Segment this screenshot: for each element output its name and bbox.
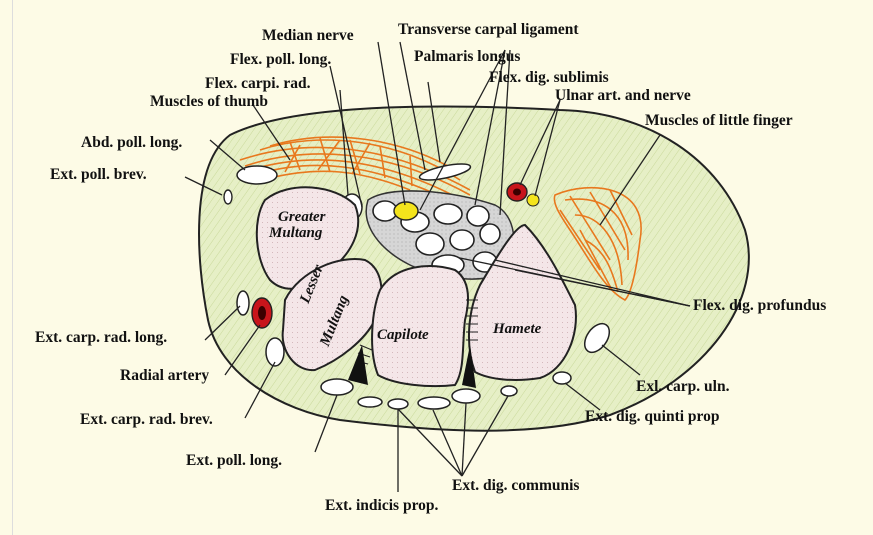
ext-carp-rad-long-tendon xyxy=(237,291,249,315)
ulnar-nerve xyxy=(527,194,539,206)
label-ext-carp-rad-long: Ext. carp. rad. long. xyxy=(35,330,167,346)
label-radial-artery: Radial artery xyxy=(120,368,209,384)
label-flex-dig-profundus: Flex. dig. profundus xyxy=(693,298,826,314)
label-muscles-of-little-finger: Muscles of little finger xyxy=(645,113,793,129)
label-flex-dig-sublimis: Flex. dig. sublimis xyxy=(489,70,609,86)
label-flex-poll-long: Flex. poll. long. xyxy=(230,52,331,68)
label-abd-poll-long: Abd. poll. long. xyxy=(81,135,182,151)
ext-dig-quinti-prop-tendon xyxy=(553,372,571,384)
label-ext-dig-communis: Ext. dig. communis xyxy=(452,478,579,494)
label-muscles-of-thumb: Muscles of thumb xyxy=(150,94,268,110)
label-ext-dig-quinti-prop: Ext. dig. quinti prop xyxy=(585,409,720,425)
bone-label-hamate: Hamete xyxy=(493,322,541,337)
ext-poll-long-tendon xyxy=(321,379,353,395)
ext-poll-brev-tendon xyxy=(224,190,232,204)
label-ext-carp-rad-brev: Ext. carp. rad. brev. xyxy=(80,412,213,428)
label-transverse-carpal-ligament: Transverse carpal ligament xyxy=(398,22,579,38)
label-median-nerve: Median nerve xyxy=(262,28,354,44)
bone-label-greater-2: Multang xyxy=(269,226,322,241)
label-ext-indicis-prop: Ext. indicis prop. xyxy=(325,498,438,514)
bone-label-greater-1: Greater xyxy=(278,210,326,225)
label-exl-carp-uln: Exl. carp. uln. xyxy=(636,379,729,395)
label-ext-poll-long: Ext. poll. long. xyxy=(186,453,282,469)
label-flex-carpi-rad: Flex. carpi. rad. xyxy=(205,76,310,92)
label-palmaris-longus: Palmaris longus xyxy=(414,49,520,65)
ext-carp-rad-brev-tendon xyxy=(266,338,284,366)
bone-label-capitate: Capilote xyxy=(377,328,429,343)
label-ext-poll-brev: Ext. poll. brev. xyxy=(50,167,147,183)
label-ulnar-art-and-nerve: Ulnar art. and nerve xyxy=(555,88,691,104)
median-nerve-shape xyxy=(394,202,418,220)
